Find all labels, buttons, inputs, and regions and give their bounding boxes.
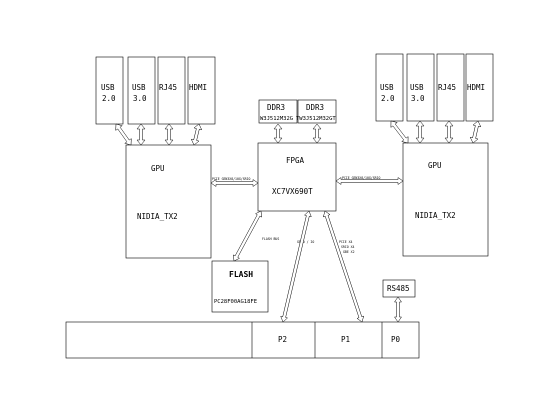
gpu-right-model: NIDIA_TX2 (415, 211, 456, 220)
arrow-ddr-right-fpga (312, 123, 322, 144)
ddr3-left-title: DDR3 (267, 103, 285, 112)
arrow-left-usb2-gpu (115, 123, 132, 146)
flash-box (211, 260, 269, 313)
fpga-model: XC7VX690T (272, 187, 313, 196)
flash-part: PC28F00AG18FE (214, 299, 257, 305)
left-port-usb2-line2: 2.0 (102, 94, 116, 103)
backplane-p0: P0 (391, 335, 401, 344)
flash-link-label: FLASH BUS (262, 237, 279, 241)
flash-title: FLASH (229, 270, 253, 279)
right-port-hdmi (465, 53, 494, 122)
gpu-left-title: GPU (151, 164, 165, 173)
right-port-usb2-line1: USB (380, 83, 394, 92)
left-port-usb3 (127, 56, 156, 125)
left-link-label: PCIE GEN3X8/10G/SRIO (212, 177, 250, 181)
backplane-box (65, 321, 420, 359)
rs485-box (382, 279, 416, 298)
left-port-usb2 (95, 56, 124, 125)
right-port-usb2-line2: 2.0 (381, 94, 395, 103)
ddr3-left-part: W3J512M32G (260, 116, 293, 122)
right-ports: USB 2.0 USB 3.0 RJ45 HDMI (375, 53, 494, 122)
p1-link-label-2: SRIO X4 (341, 245, 355, 249)
ddr3-right-part: TW3J512M32GT (296, 116, 336, 122)
gpu-left-model: NIDIA_TX2 (137, 212, 178, 221)
left-ports: USB 2.0 USB 3.0 RJ45 HDMI (95, 56, 216, 125)
left-port-usb3-line1: USB (132, 83, 146, 92)
right-port-rj45-label: RJ45 (438, 83, 456, 92)
p1-link-label-1: PCIE X4 (339, 240, 353, 244)
left-port-hdmi (187, 56, 216, 125)
arrow-fpga-gpu-right (335, 177, 404, 185)
arrow-left-hdmi-gpu (190, 123, 203, 146)
arrow-gpu-left-fpga (210, 179, 259, 187)
arrow-fpga-p1 (322, 210, 365, 323)
rs485-title: RS485 (387, 284, 410, 293)
arrow-fpga-flash (232, 210, 263, 262)
left-port-usb2-line1: USB (101, 83, 115, 92)
right-port-usb3 (406, 53, 435, 122)
arrow-right-hdmi-gpu (469, 120, 482, 144)
right-port-usb2 (375, 53, 404, 122)
ddr3-right-box (297, 99, 337, 124)
p1-link-label-3: GBE X2 (343, 250, 355, 254)
left-port-usb3-line2: 3.0 (133, 94, 147, 103)
backplane-p2: P2 (278, 335, 287, 344)
ddr3-left-box (258, 99, 298, 124)
connection-arrows (115, 120, 482, 323)
arrow-left-rj45-gpu (164, 123, 174, 146)
arrow-right-usb2-gpu (390, 120, 409, 144)
fpga-title: FPGA (286, 156, 305, 165)
right-port-usb3-line2: 3.0 (411, 94, 425, 103)
arrow-fpga-p2 (280, 210, 312, 323)
arrow-right-rj45-gpu (444, 120, 454, 144)
arrow-ddr-left-fpga (273, 123, 283, 144)
right-link-label: PCIE GEN3X8/10G/SRIO (342, 176, 380, 180)
gpu-right-title: GPU (428, 161, 442, 170)
right-port-usb3-line1: USB (410, 83, 424, 92)
ddr3-right-title: DDR3 (306, 103, 324, 112)
backplane-p1: P1 (341, 335, 350, 344)
left-port-rj45-label: RJ45 (159, 83, 177, 92)
arrow-rs485-p0 (394, 296, 402, 323)
p2-link-label: GPIO / IO (297, 240, 314, 244)
arrow-left-usb3-gpu (136, 123, 146, 146)
arrow-right-usb3-gpu (415, 120, 425, 144)
fpga-box (257, 142, 337, 212)
left-port-hdmi-label: HDMI (189, 83, 207, 92)
left-port-rj45 (157, 56, 186, 125)
right-port-rj45 (436, 53, 465, 122)
right-port-hdmi-label: HDMI (467, 83, 485, 92)
gpu-right-box (402, 142, 489, 257)
gpu-left-box (125, 144, 212, 259)
